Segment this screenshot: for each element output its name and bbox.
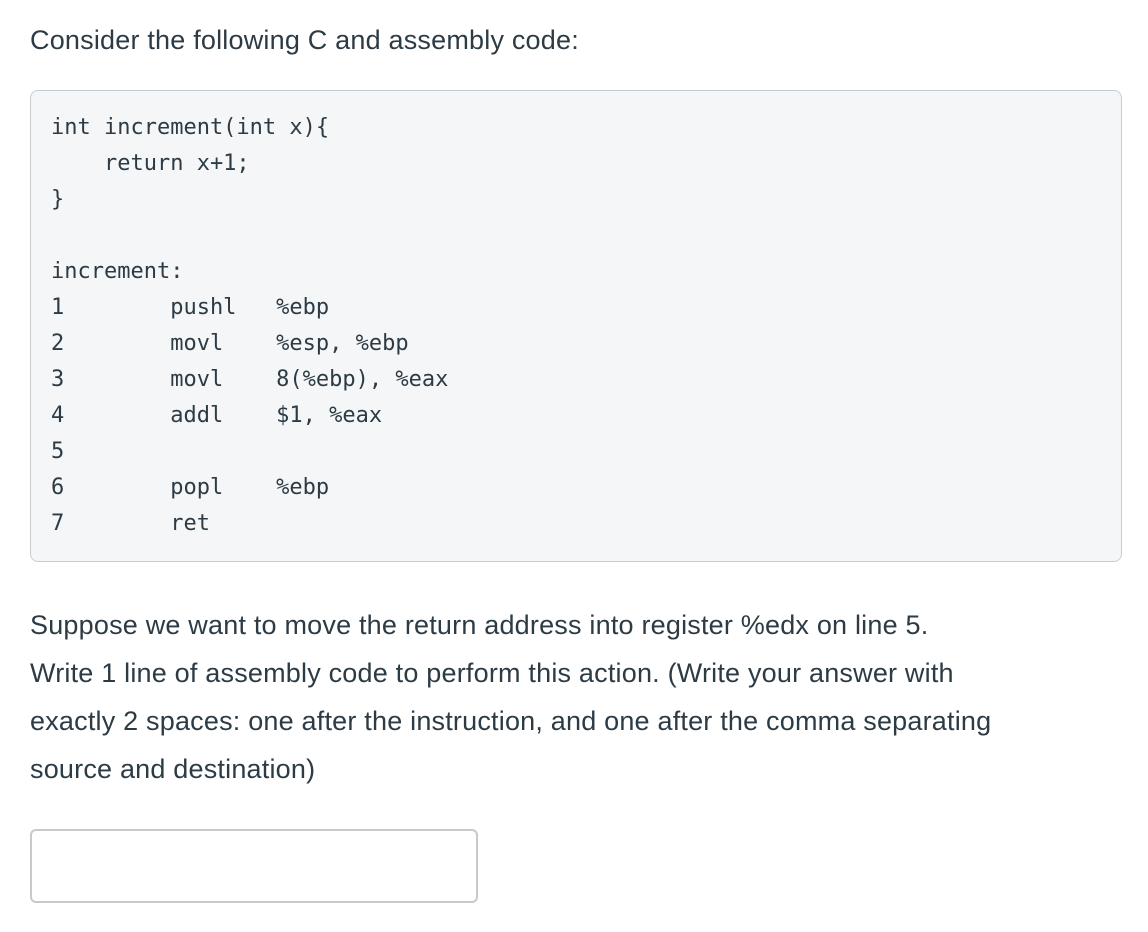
- answer-input[interactable]: [30, 829, 478, 903]
- quiz-question-body: Consider the following C and assembly co…: [30, 25, 1122, 903]
- question-prompt: Consider the following C and assembly co…: [30, 25, 579, 55]
- code-block: int increment(int x){ return x+1; } incr…: [30, 90, 1122, 562]
- question-instructions: Suppose we want to move the return addre…: [30, 610, 992, 784]
